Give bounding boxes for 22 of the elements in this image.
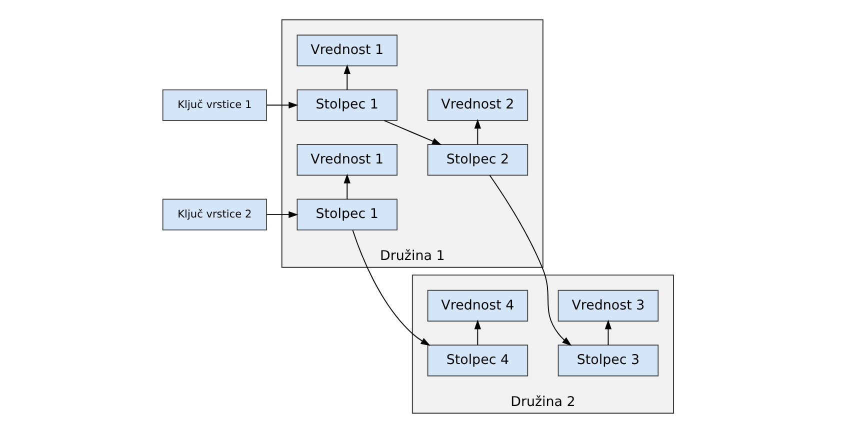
node-box: Stolpec 3 [558, 344, 659, 376]
arrow [489, 174, 572, 346]
node-box: Stolpec 1 [296, 89, 398, 121]
arrow [344, 174, 350, 200]
node-box: Stolpec 1 [296, 198, 398, 230]
arrow [384, 120, 442, 145]
node-box: Stolpec 4 [427, 344, 528, 376]
arrow [352, 230, 430, 346]
node-box: Vrednost 4 [427, 290, 528, 322]
arrow [474, 320, 482, 346]
arrow [474, 119, 482, 145]
arrow [604, 320, 612, 346]
node-box: Vrednost 1 [296, 34, 398, 66]
node-box: Stolpec 2 [427, 144, 528, 176]
node-box: Vrednost 3 [558, 290, 659, 322]
node-box: Vrednost 2 [427, 89, 528, 121]
arrow [266, 211, 298, 218]
arrow [266, 102, 298, 109]
arrow [344, 64, 350, 90]
node-box: Ključ vrstice 1 [162, 89, 267, 121]
node-box: Vrednost 1 [296, 144, 398, 176]
node-box: Ključ vrstice 2 [162, 198, 267, 230]
